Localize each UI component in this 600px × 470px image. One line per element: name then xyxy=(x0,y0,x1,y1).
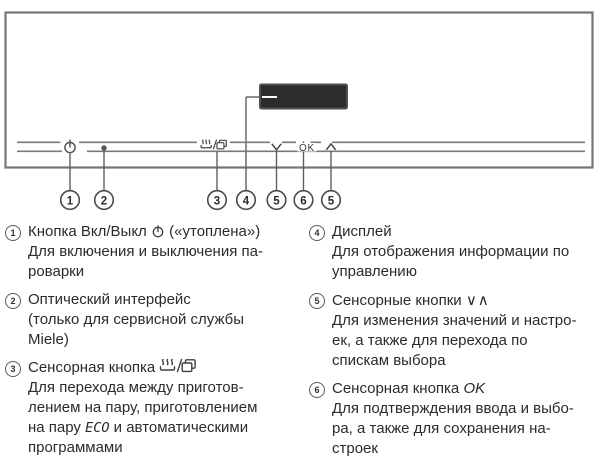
power-icon xyxy=(64,139,76,154)
item-2-description: (только для сервисной службы Miele) xyxy=(28,311,245,348)
legend-item-3: 3 Сенсорная кнопка Для перехода между пр… xyxy=(5,358,299,458)
item-number-badge-5: 5 xyxy=(309,292,325,309)
callout-number: 6 xyxy=(300,195,306,207)
callout-circle-2 xyxy=(93,189,115,211)
callout-circle-3 xyxy=(206,189,228,211)
down-arrow-key-icon xyxy=(271,143,282,152)
legend-right-column: 4 Дисплей Для отображения информации по … xyxy=(309,222,595,467)
item-number-badge-1: 1 xyxy=(5,224,21,241)
callout-circle-1 xyxy=(59,189,81,211)
item-number-badge-2: 2 xyxy=(5,292,21,309)
item-5-description: Для изменения значений и настро- ек, а т… xyxy=(332,312,577,369)
callout-number: 2 xyxy=(101,195,107,207)
item-1-title-suffix: («утоплена») xyxy=(169,223,261,240)
item-6-title: Сенсорная кнопка xyxy=(332,380,460,397)
up-arrow-key-icon xyxy=(325,142,337,151)
steam-menu-icon xyxy=(200,139,227,150)
callout-badges: 1 2 3 4 5 6 5 xyxy=(59,189,342,211)
callout-circle-4 xyxy=(235,189,257,211)
item-number-badge-6: 6 xyxy=(309,381,325,398)
eco-label: ECO xyxy=(85,420,110,436)
item-number-badge-4: 4 xyxy=(309,224,325,241)
ok-key-backing xyxy=(297,143,317,152)
item-1-title: Кнопка Вкл/Выкл xyxy=(28,223,147,240)
item-2-title: Оптический интерфейс xyxy=(28,291,191,308)
steam-menu-icon xyxy=(160,358,197,373)
power-icon xyxy=(152,225,164,238)
control-panel-diagram: OK 1 2 3 4 5 6 5 xyxy=(0,0,600,220)
ok-label: OK xyxy=(463,380,486,397)
callout-circle-6 xyxy=(293,189,314,211)
ok-key-label: OK xyxy=(299,143,315,154)
callout-number: 4 xyxy=(243,195,250,207)
callout-circle-5a xyxy=(266,189,287,211)
item-3-description: Для перехода между приготов- лением на п… xyxy=(28,379,258,456)
item-number-badge-3: 3 xyxy=(5,360,21,377)
item-1-description: Для включения и выключения па- роварки xyxy=(28,243,263,280)
item-5-title: Сенсорные кнопки xyxy=(332,292,462,309)
legend-item-2: 2 Оптический интерфейс (только для серви… xyxy=(5,290,299,350)
legend-left-column: 1 Кнопка Вкл/Выкл («утоплена») Для включ… xyxy=(5,222,299,467)
item-6-description: Для подтверждения ввода и выбо- ра, а та… xyxy=(332,400,574,457)
legend-item-1: 1 Кнопка Вкл/Выкл («утоплена») Для включ… xyxy=(5,222,299,282)
up-down-arrows-label: ∨∧ xyxy=(465,291,490,309)
callout-circle-5b xyxy=(320,189,342,211)
callout-number: 5 xyxy=(328,195,335,207)
item-4-title: Дисплей xyxy=(332,223,392,240)
item-4-description: Для отображения информации по управлению xyxy=(332,243,570,280)
item-3-title: Сенсорная кнопка xyxy=(28,359,156,376)
callout-number: 1 xyxy=(67,195,74,207)
optical-interface-dot xyxy=(101,145,107,151)
callout-number: 5 xyxy=(273,195,280,207)
legend-item-4: 4 Дисплей Для отображения информации по … xyxy=(309,222,595,282)
legend: 1 Кнопка Вкл/Выкл («утоплена») Для включ… xyxy=(0,220,600,467)
legend-item-6: 6 Сенсорная кнопка OK Для подтверждения … xyxy=(309,379,595,459)
callout-number: 3 xyxy=(214,195,220,207)
legend-item-5: 5 Сенсорные кнопки ∨∧ Для изменения знач… xyxy=(309,290,595,371)
